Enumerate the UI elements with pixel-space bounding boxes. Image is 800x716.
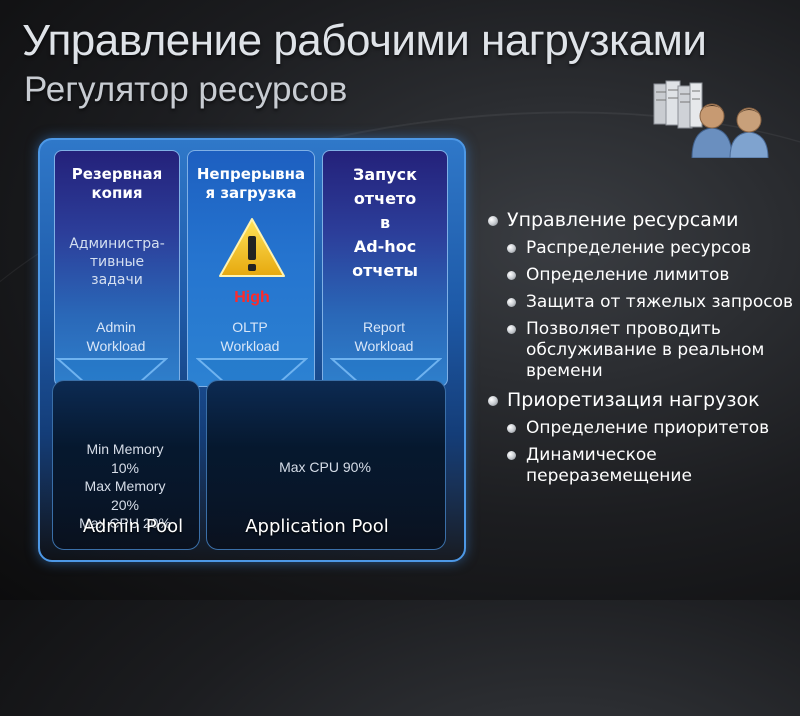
application-pool <box>206 380 446 550</box>
column-adhoc-reports: Запуск отчето в Ad-hoc отчеты <box>322 150 448 387</box>
column-backup: Резервная копия Администра- тивные задач… <box>54 150 180 387</box>
bullet-icon <box>507 271 516 280</box>
bullet-icon <box>488 396 498 406</box>
sub-bullet-item: Определение лимитов <box>484 265 794 286</box>
bullet-icon <box>507 424 516 433</box>
oltp-workload-label: OLTP Workload <box>188 318 312 356</box>
column-heading: копия <box>91 184 143 202</box>
pool-setting: Max CPU 20% <box>79 515 171 531</box>
pool-setting: 10% <box>110 459 140 476</box>
application-pool-label: Application Pool <box>245 516 389 537</box>
column-heading: Непрерывна <box>196 165 306 183</box>
users-icon <box>691 103 769 158</box>
sub-bullet-item: Определение приоритетов <box>484 418 794 439</box>
bullet-text: Управление ресурсами <box>507 209 739 231</box>
bullet-text: Позволяет проводить обслуживание в реаль… <box>526 319 765 381</box>
bullet-item: Управление ресурсами <box>484 208 794 232</box>
workload-line: OLTP <box>232 319 268 335</box>
column-heading: в <box>379 213 391 232</box>
workload-line: Workload <box>86 338 146 354</box>
admin-pool <box>52 380 200 550</box>
bullet-text: Приоретизация нагрузок <box>507 389 760 411</box>
column-subtext: тивные <box>89 254 145 270</box>
workload-line: Report <box>362 319 406 335</box>
bullet-text: Защита от тяжелых запросов <box>526 292 793 312</box>
sub-bullet-item: Защита от тяжелых запросов <box>484 292 794 313</box>
admin-pool-settings: Min Memory 10% Max Memory 20% Max CPU 20… <box>52 440 198 533</box>
slide-subtitle: Регулятор ресурсов <box>24 70 348 109</box>
column-heading: я загрузка <box>205 184 297 202</box>
bullet-item: Приоретизация нагрузок <box>484 388 794 412</box>
sub-bullet-item: Позволяет проводить обслуживание в реаль… <box>484 319 794 382</box>
priority-high-label: High <box>234 289 270 306</box>
sub-bullet-item: Распределение ресурсов <box>484 238 794 259</box>
bullet-icon <box>507 451 516 460</box>
column-heading: отчеты <box>352 261 418 280</box>
bullet-icon <box>507 298 516 307</box>
bullet-icon <box>507 325 516 334</box>
workload-line: Admin <box>96 319 136 335</box>
server-rack-icon <box>653 80 703 129</box>
pool-setting: Max CPU 90% <box>279 459 371 475</box>
bullet-text: Определение приоритетов <box>526 418 770 438</box>
slide-title: Управление рабочими нагрузками <box>22 16 707 65</box>
bullet-text: Динамическое перераземещение <box>526 445 692 486</box>
column-heading: Ad-hoc <box>353 237 417 256</box>
admin-workload-label: Admin Workload <box>54 318 178 356</box>
workload-line: Workload <box>220 338 280 354</box>
bullet-text: Определение лимитов <box>526 265 730 285</box>
column-subtext: задачи <box>91 272 143 288</box>
column-heading: Запуск <box>353 165 417 184</box>
column-subtext: Администра- <box>69 236 165 252</box>
bullet-icon <box>488 216 498 226</box>
column-heading: Резервная <box>71 165 163 183</box>
bullet-text: Распределение ресурсов <box>526 238 752 258</box>
column-heading: отчето <box>353 189 417 208</box>
bullet-list: Управление ресурсами Распределение ресур… <box>484 208 794 493</box>
sub-bullet-item: Динамическое перераземещение <box>484 445 794 487</box>
pool-setting: Max Memory <box>84 478 166 494</box>
report-workload-label: Report Workload <box>322 318 446 356</box>
server-users-clipart <box>653 80 769 158</box>
workload-line: Workload <box>354 338 414 354</box>
application-pool-settings: Max CPU 90% <box>206 458 444 477</box>
bullet-icon <box>507 244 516 253</box>
pool-setting: 20% <box>110 496 140 513</box>
admin-pool-label: Admin Pool <box>82 516 184 537</box>
pool-setting: Min Memory <box>86 441 164 457</box>
warning-triangle-icon <box>219 218 285 277</box>
